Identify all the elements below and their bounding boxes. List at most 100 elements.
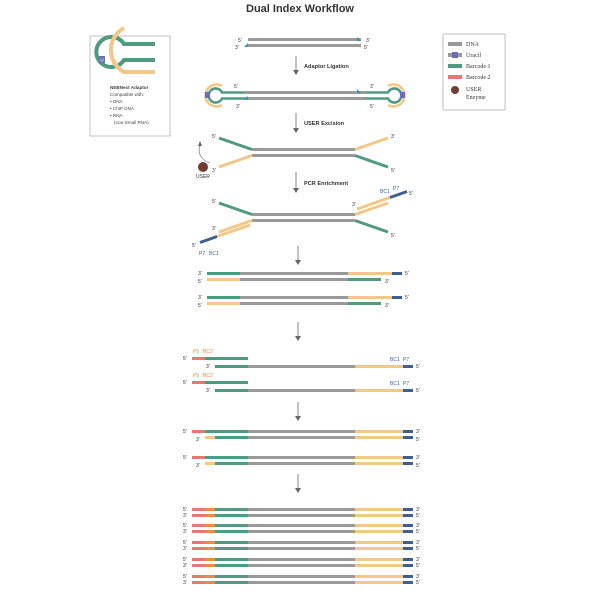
dna-strand-top [252, 213, 355, 216]
strand-segment [192, 541, 205, 544]
strand-end-label: 5' [416, 580, 420, 586]
strand-segment [355, 508, 403, 511]
label-3prime: 3' [212, 226, 216, 232]
strand-segment [355, 514, 403, 517]
label-3prime: 3' [198, 271, 202, 277]
legend-label-barcode1: Barcode 1 [466, 64, 491, 70]
strand-segment [403, 530, 413, 533]
step-arrow [293, 56, 299, 75]
strand-segment [215, 530, 248, 533]
strand-segment [205, 530, 215, 533]
strand-segment [248, 547, 355, 550]
strand-segment [205, 547, 215, 550]
single-index-products: 3' 5' 5' 3' 3' 5' 5' 3' [198, 271, 409, 309]
label-p5: P5 [193, 373, 199, 379]
step-label-user-excision: USER Excision [304, 121, 345, 127]
excision-arrowhead [198, 141, 202, 146]
strand-segment [403, 564, 413, 567]
adapter-box-item: (non-Small RNA) [114, 120, 149, 125]
label-5prime: 5' [416, 437, 420, 443]
strand-end-label: 3' [416, 557, 420, 563]
strand-segment [355, 541, 403, 544]
label-p7: P7 [403, 381, 409, 387]
label-3prime: 3' [416, 455, 420, 461]
strand-segment [248, 558, 355, 561]
adapter-arm-tan [354, 201, 389, 216]
adapter-loop-tan [108, 26, 155, 74]
legend: DNA Uracil Barcode 1 Barcode 2 USER Enzy… [442, 33, 506, 111]
strand-segment [215, 558, 248, 561]
strand-segment [215, 524, 248, 527]
pcr-construct: 5' 3' 3' 5' 5' BC1 P7 5' P7 BC1 [192, 186, 413, 257]
dna-strand-top [245, 91, 366, 94]
strand-segment [248, 564, 355, 567]
strand-end-label: 3' [416, 523, 420, 529]
strand-segment [192, 564, 205, 567]
strand-end-label: 3' [183, 580, 187, 586]
step-label-pcr-enrichment: PCR Enrichment [304, 181, 348, 187]
bc2-primer-annealing: P5 BC2 5' 3' BC1 P7 5' P5 BC2 5' 3' BC1 … [183, 349, 420, 394]
diagram-title: Dual Index Workflow [246, 3, 354, 15]
label-5prime: 5' [183, 455, 187, 461]
strand-end-label: 3' [183, 563, 187, 569]
strand-end-label: 3' [183, 529, 187, 535]
strand-segment [192, 581, 205, 584]
legend-frame [442, 33, 506, 111]
strand-segment [205, 558, 215, 561]
label-5prime: 5' [198, 303, 202, 309]
label-3prime: 3' [352, 202, 356, 208]
strand-segment [205, 524, 215, 527]
strand-segment [403, 558, 413, 561]
strand-segment [205, 581, 215, 584]
strand-segment [248, 530, 355, 533]
strand-segment [403, 581, 413, 584]
adapter-arm-tan [218, 154, 253, 169]
primer-left-tan [216, 223, 251, 238]
label-3prime: 3' [391, 134, 395, 140]
uracil-icon [205, 92, 210, 98]
step-arrow [295, 246, 301, 265]
legend-swatch-uracil [452, 52, 458, 58]
step-arrow [293, 172, 299, 193]
label-bc1: BC1 [390, 381, 400, 387]
strand-end-label: 3' [416, 574, 420, 580]
adapter-loop-right [366, 87, 403, 104]
strand-segment [215, 508, 248, 511]
strand-segment [215, 564, 248, 567]
strand-segment [192, 547, 205, 550]
strand-segment [205, 575, 215, 578]
label-bc1: BC1 [390, 357, 400, 363]
ligated-construct: 5' 3' 3' 5' [204, 83, 406, 110]
label-5prime: 5' [391, 233, 395, 239]
strand-end-label: 5' [183, 574, 187, 580]
label-5prime: 5' [370, 104, 374, 110]
strand-segment [355, 564, 403, 567]
label-5prime: 5' [364, 45, 368, 51]
strand-segment [192, 508, 205, 511]
strand-segment [403, 575, 413, 578]
label-bc1: BC1 [380, 189, 390, 195]
adapter-info-box: U NEBNext Adaptor Compatible with: • DNA… [89, 26, 171, 137]
strand-end-label: 5' [183, 540, 187, 546]
strand-segment [355, 581, 403, 584]
label-5prime: 5' [238, 38, 242, 44]
label-5prime: 5' [391, 168, 395, 174]
label-3prime: 3' [236, 104, 240, 110]
strand-segment [248, 508, 355, 511]
primer-right-p7 [389, 190, 408, 199]
label-5prime: 5' [409, 191, 413, 197]
label-p7: P7 [393, 186, 399, 192]
legend-swatch-barcode2 [448, 75, 462, 79]
dual-index-intermediate: 5' 3' 3' 5' 5' 3' 3' 5' [183, 429, 420, 469]
strand-segment [355, 530, 403, 533]
label-5prime: 5' [405, 271, 409, 277]
strand-segment [403, 514, 413, 517]
legend-swatch-enzyme [451, 86, 459, 94]
legend-swatch-dna [448, 42, 462, 46]
dna-strand-bottom [248, 44, 361, 47]
label-p5: P5 [193, 349, 199, 355]
adapter-arm-tan [218, 219, 253, 234]
legend-swatch-barcode1 [448, 64, 462, 68]
legend-label-user: USER [466, 87, 481, 93]
strand-end-label: 5' [416, 513, 420, 519]
